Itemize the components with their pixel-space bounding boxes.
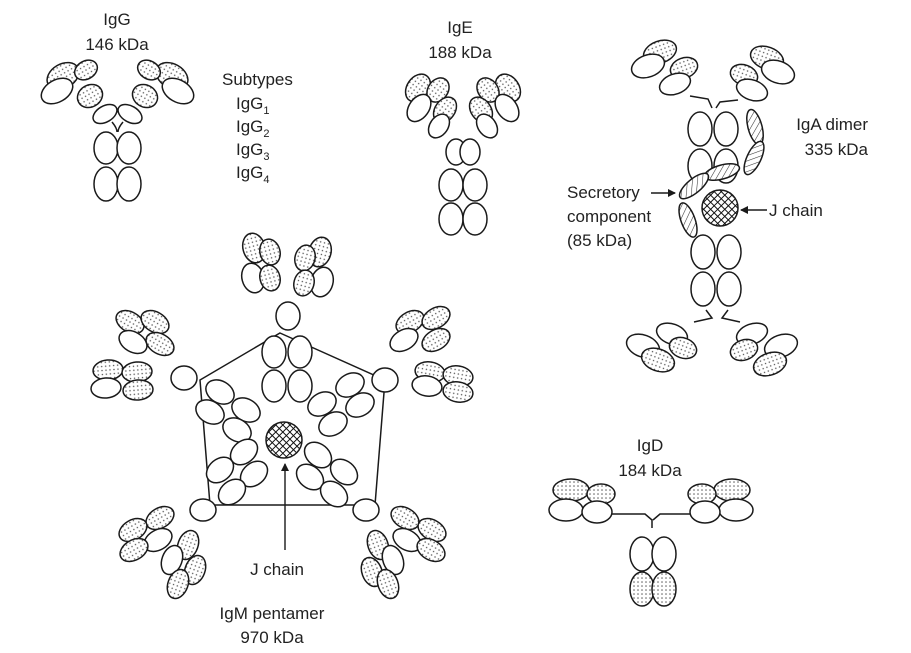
subtypes-list: IgG1 IgG2 IgG3 IgG4: [236, 94, 270, 186]
ige-right-arm: [468, 73, 522, 139]
igm-monomer-right: [307, 305, 474, 437]
subtype-item: IgG1: [236, 94, 270, 117]
igm-name: IgM pentamer: [220, 604, 325, 623]
iga-upper-left-arm: [630, 39, 699, 96]
igg-left-arm: [40, 59, 118, 125]
igg-name: IgG: [103, 10, 130, 29]
igm-monomer-bottom-right: [295, 441, 447, 600]
iga-lower-fc: [690, 234, 742, 307]
igg-antibody: [40, 59, 195, 202]
igd-mass: 184 kDa: [618, 461, 682, 480]
ige-mass: 188 kDa: [428, 43, 492, 62]
igd-antibody: [548, 478, 754, 607]
subtype-item: IgG4: [236, 163, 270, 186]
igd-name: IgD: [637, 436, 663, 455]
ige-antibody: [404, 73, 522, 236]
igm-monomer-top: [240, 232, 335, 403]
secretory-component-label: Secretory: [567, 183, 640, 202]
ige-left-arm: [404, 73, 458, 139]
igg-fc-region: [93, 131, 142, 202]
secretory-component-label: (85 kDa): [567, 231, 632, 250]
subtype-item: IgG3: [236, 140, 270, 163]
igm-j-chain: [265, 421, 303, 459]
iga-secretory-component: [678, 108, 765, 238]
subtype-item: IgG2: [236, 117, 270, 140]
iga-lower-left-arm: [625, 322, 698, 373]
ige-name: IgE: [447, 18, 473, 37]
igm-pentagon-outline: [199, 332, 386, 506]
igm-monomer-bottom-left: [118, 438, 269, 600]
iga-j-chain: [701, 189, 739, 227]
igm-monomer-left: [90, 309, 261, 443]
subtypes-title: Subtypes: [222, 70, 293, 89]
igd-fc-region: [629, 536, 677, 607]
iga-name: IgA dimer: [796, 115, 868, 134]
igm-mass: 970 kDa: [240, 628, 304, 647]
iga-dimer: [625, 39, 799, 377]
igd-left-arm: [548, 478, 616, 524]
iga-mass: 335 kDa: [805, 140, 869, 159]
ige-fc-region: [438, 138, 488, 236]
igm-j-chain-label: J chain: [250, 560, 304, 579]
igg-right-arm: [117, 59, 195, 125]
igg-mass: 146 kDa: [85, 35, 149, 54]
iga-lower-right-arm: [729, 322, 799, 377]
igd-right-arm: [687, 478, 754, 524]
igm-pentamer: [90, 232, 474, 600]
iga-j-chain-label: J chain: [769, 201, 823, 220]
secretory-component-label: component: [567, 207, 651, 226]
iga-upper-right-arm: [729, 45, 796, 102]
